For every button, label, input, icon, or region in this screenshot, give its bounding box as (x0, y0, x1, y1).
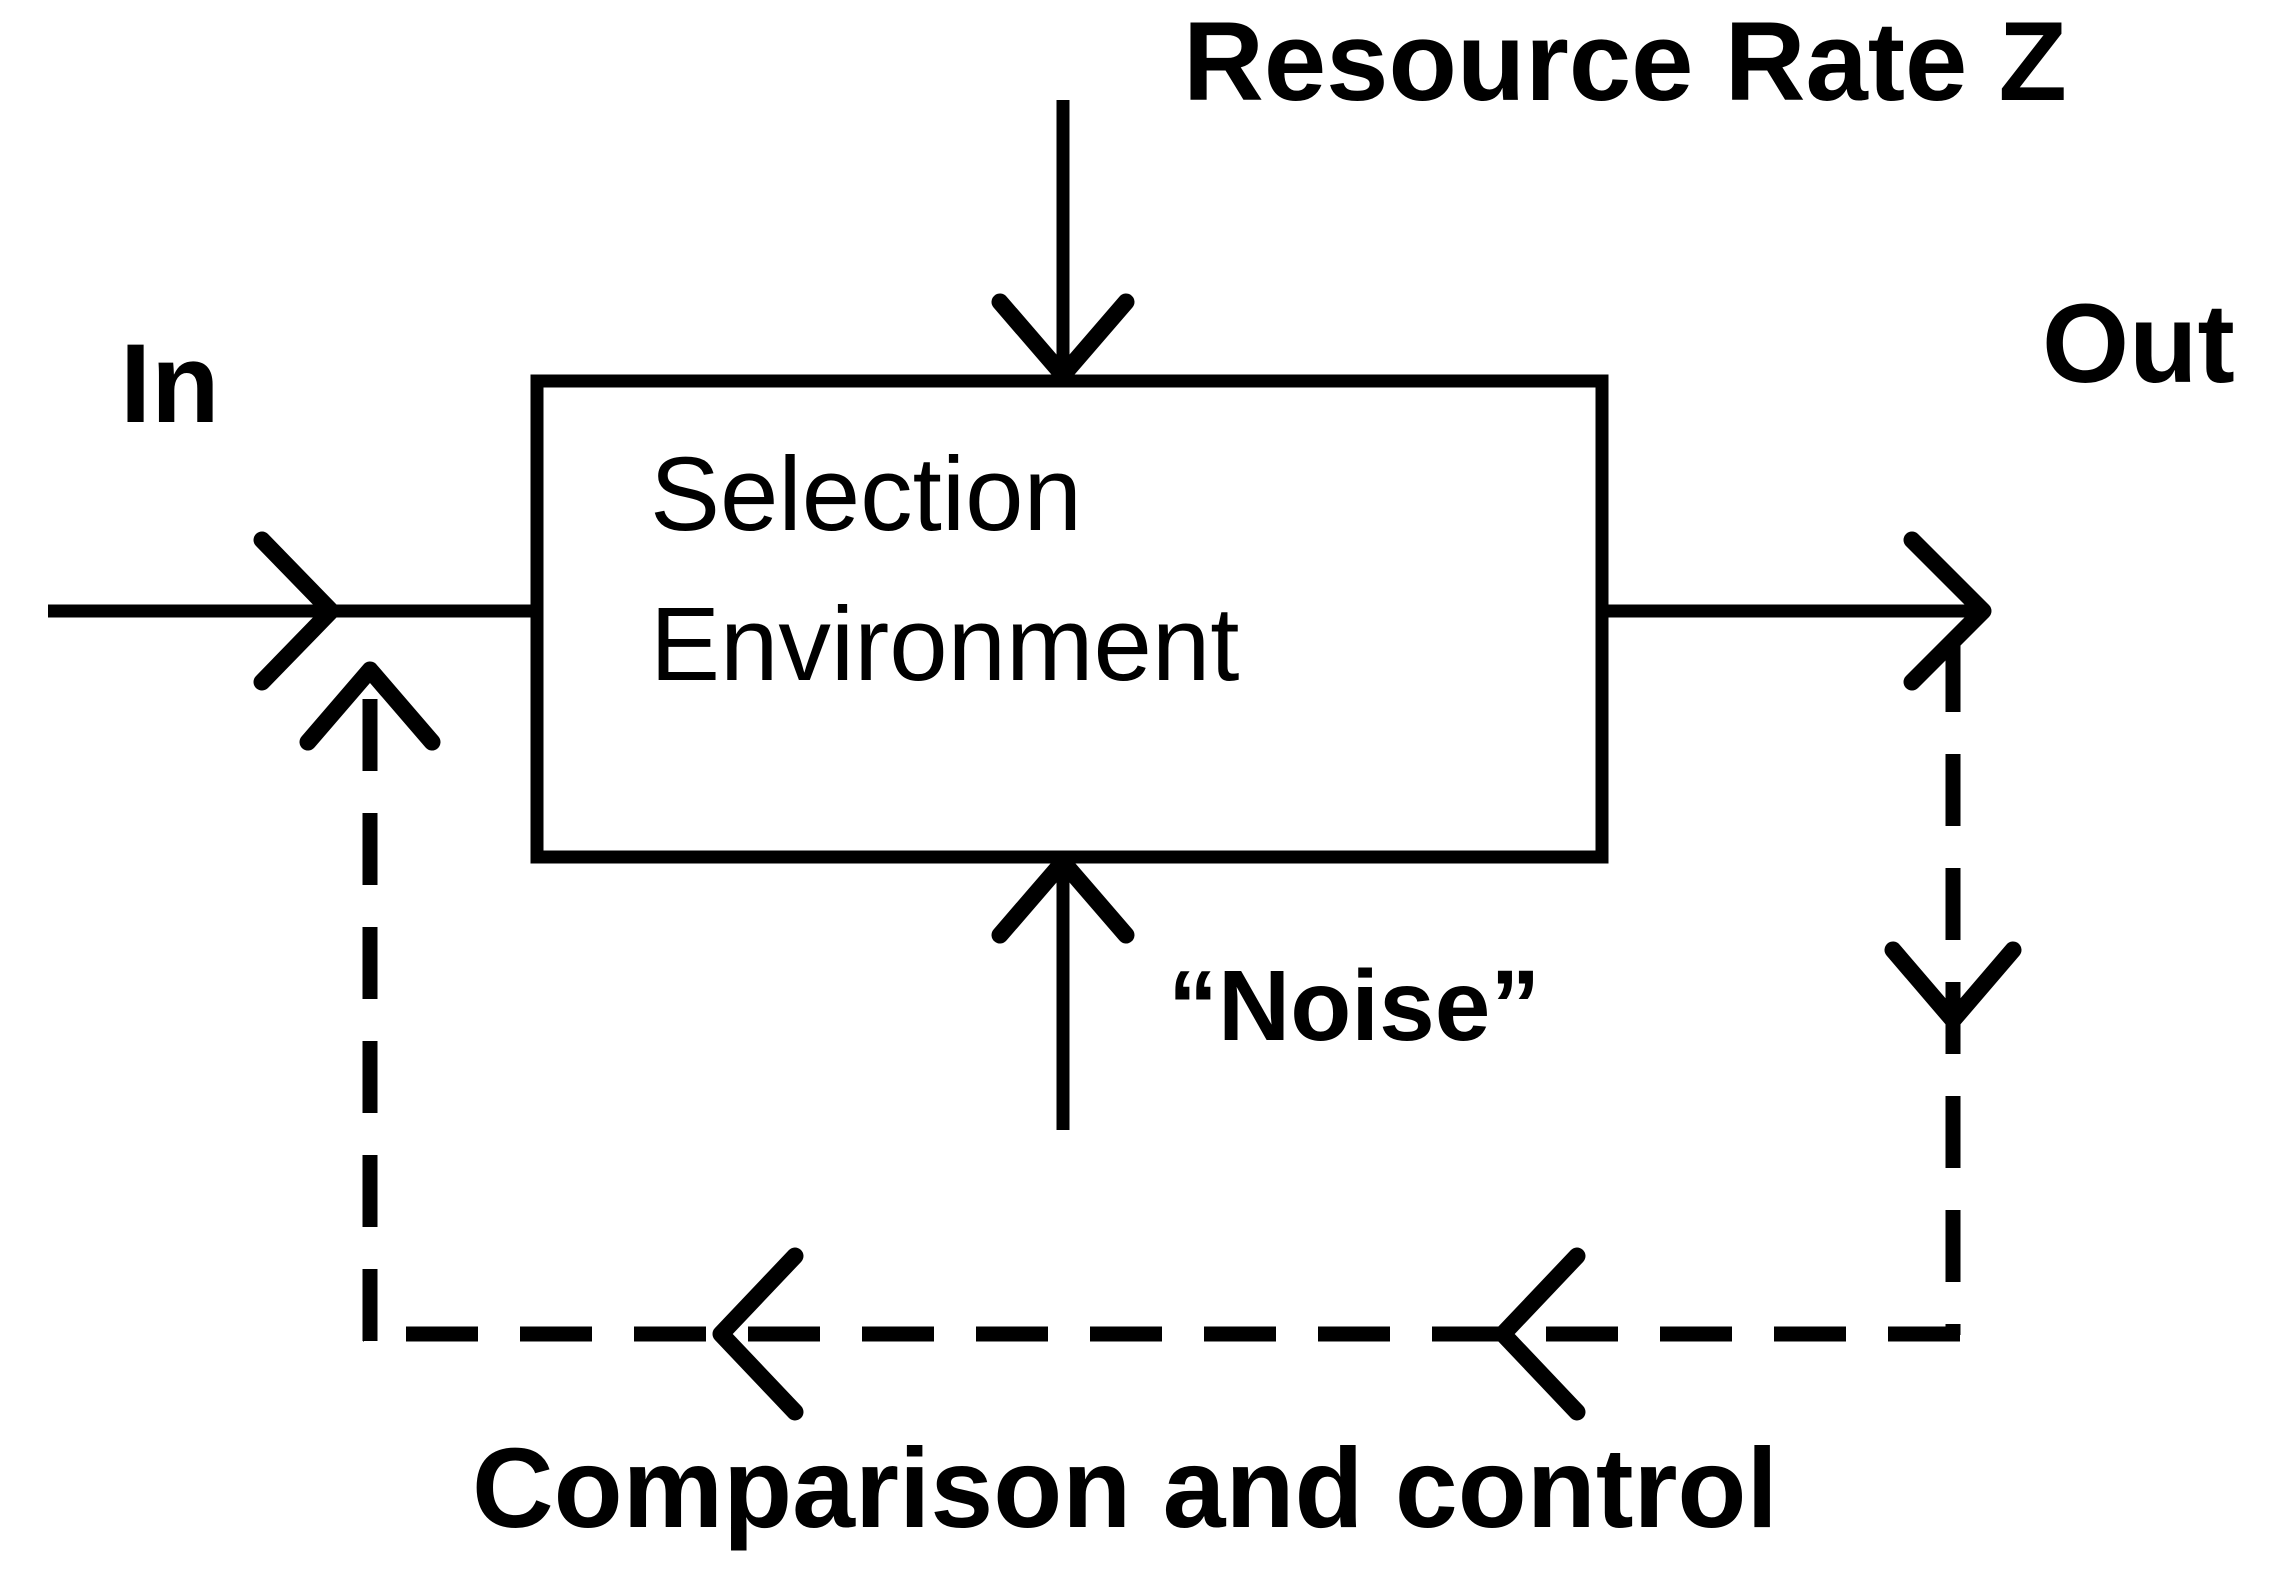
noise-label: “Noise” (1168, 950, 1540, 1062)
box-label-line2: Environment (650, 586, 1239, 703)
feedback-label: Comparison and control (472, 1425, 1778, 1551)
box-label-line1: Selection (650, 436, 1082, 553)
resource-rate-arrow (991, 100, 1135, 384)
feedback-left-segment (299, 661, 441, 1341)
input-flow-arrow (48, 531, 537, 691)
feedback-right-segment (1884, 640, 2022, 1335)
output-flow-arrow (1602, 531, 1992, 691)
input-label: In (120, 321, 220, 446)
feedback-bottom-segment (363, 1247, 1960, 1421)
output-label: Out (2042, 281, 2235, 406)
selection-environment-box[interactable] (530, 374, 1609, 864)
resource-rate-label: Resource Rate Z (1183, 0, 2067, 124)
noise-input-arrow (991, 853, 1135, 1130)
